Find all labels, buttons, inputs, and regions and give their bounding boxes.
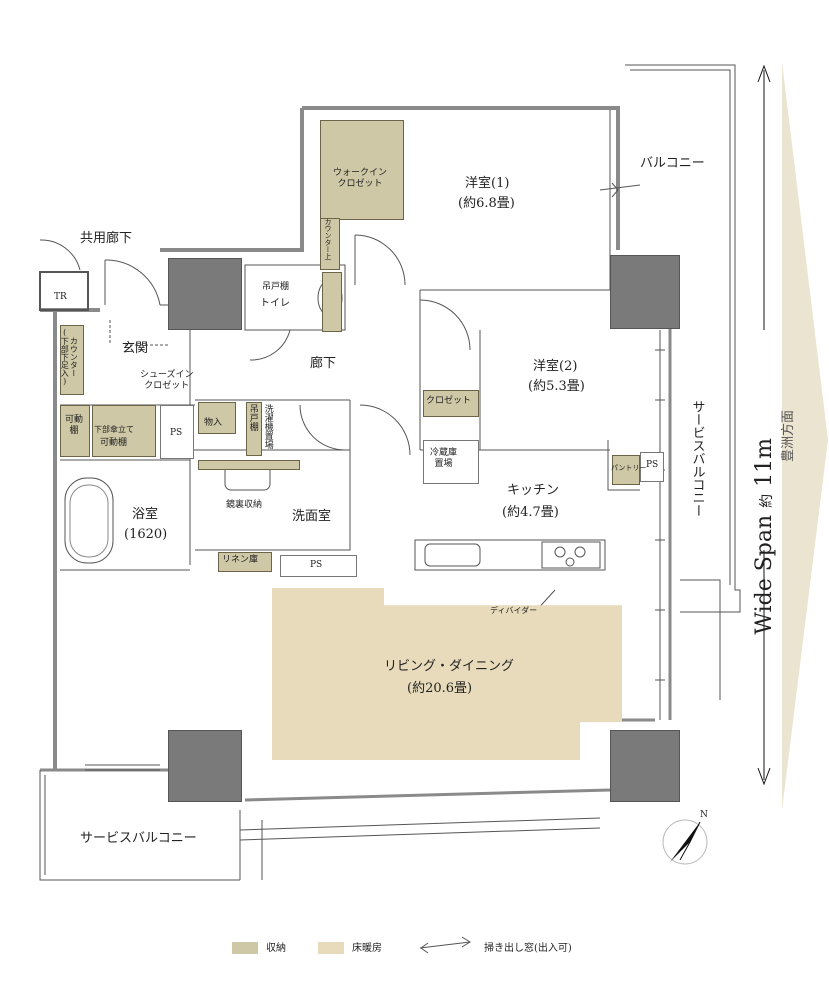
counter-top-storage (320, 218, 340, 270)
legend-floor-heating-swatch (318, 942, 344, 954)
movable-shelf-1-label: 可動棚 (64, 415, 83, 436)
service-balcony-right-name: サービスバルコニー (689, 400, 705, 517)
service-balcony-bottom-name: サービスバルコニー (80, 831, 197, 846)
tr-label: TR (54, 292, 67, 302)
pillar-3 (168, 730, 242, 802)
direction-label: 豊洲方面 (781, 409, 796, 462)
ps-box-3 (640, 452, 664, 482)
balcony-name: バルコニー (640, 156, 705, 171)
legend-storage-swatch (232, 942, 258, 954)
kitchen-size: (約4.7畳) (502, 505, 559, 520)
ps-label-3: PS (646, 460, 659, 470)
direction-arrow (782, 62, 828, 810)
ps-box-2 (280, 555, 357, 577)
linen-storage (218, 552, 272, 572)
legend-floor-heating-label: 床暖房 (352, 943, 382, 954)
counter-left-label: カウンター (下部下足入) (60, 328, 79, 386)
entrance-name: 玄関 (122, 341, 149, 356)
counter-left-storage (60, 325, 84, 395)
movable-shelf-left (60, 405, 90, 457)
ps-label-2: PS (310, 560, 323, 570)
wash-hanging-shelf (246, 402, 262, 456)
monoire-storage (198, 402, 236, 434)
western-room-1-size: (約6.8畳) (458, 196, 515, 211)
wide-span-value: 11m (752, 438, 777, 487)
pantry (612, 455, 640, 485)
toilet-hanging-shelf (322, 272, 342, 332)
western-room-1-name: 洋室(1) (465, 176, 510, 191)
walkin-closet (320, 120, 404, 220)
washroom-name: 洗面室 (292, 509, 332, 524)
movable-shelf-2-label: 可動棚 (100, 438, 128, 448)
mirror-storage (198, 460, 300, 470)
fridge-label: 冷蔵庫 置場 (430, 448, 458, 469)
fridge-space (423, 440, 479, 484)
western-room-2-name: 洋室(2) (533, 359, 578, 374)
monoire-label: 物入 (204, 418, 223, 428)
compass-icon (662, 819, 708, 865)
washer-label: 洗濯機置場 (262, 404, 273, 449)
pillar-1 (168, 258, 242, 330)
compass-north-label: N (700, 810, 708, 820)
toilet-hanging-shelf-label: 吊戸棚 (262, 282, 290, 292)
umbrella-label: 下部傘立て (94, 425, 134, 434)
linen-label: リネン庫 (222, 555, 259, 565)
counter-top-label: カウンター上 (324, 218, 333, 260)
wide-span-text: Wide Span (752, 514, 777, 635)
span-arrow (757, 64, 771, 786)
common-corridor-name: 共用廊下 (80, 231, 133, 246)
living-name: リビング・ダイニング (384, 659, 515, 674)
kitchen-name: キッチン (507, 483, 560, 498)
ps-box-1 (160, 405, 194, 459)
shoe-in-closet-label: シューズイン クロゼット (140, 370, 194, 391)
sliding-window-legend-icon (419, 936, 471, 954)
bath-name: 浴室 (132, 507, 159, 522)
closet (423, 390, 479, 417)
mirror-storage-label: 鏡裏収納 (226, 500, 263, 510)
living-size: (約20.6畳) (407, 681, 473, 696)
ps-label-1: PS (170, 428, 183, 438)
pantry-label: パントリー (611, 464, 647, 472)
hallway-name: 廊下 (310, 356, 337, 371)
closet-label: クロゼット (426, 396, 472, 406)
legend-window-label: 掃き出し窓(出入可) (484, 943, 572, 954)
divider-label: ディバイダー (490, 606, 538, 615)
floor-heating-area (272, 588, 622, 760)
legend-storage-label: 収納 (266, 943, 286, 954)
wash-hanging-shelf-label: 吊戸棚 (247, 404, 258, 431)
walkin-closet-label: ウォークイン クロゼット (333, 168, 388, 189)
movable-shelf-inner (92, 405, 156, 457)
western-room-2-size: (約5.3畳) (528, 379, 585, 394)
pillar-2 (610, 255, 680, 329)
toilet-name: トイレ (260, 298, 290, 309)
pillar-4 (610, 730, 680, 802)
wide-span-approx: 約 (759, 493, 775, 508)
bath-size: (1620) (124, 527, 168, 542)
